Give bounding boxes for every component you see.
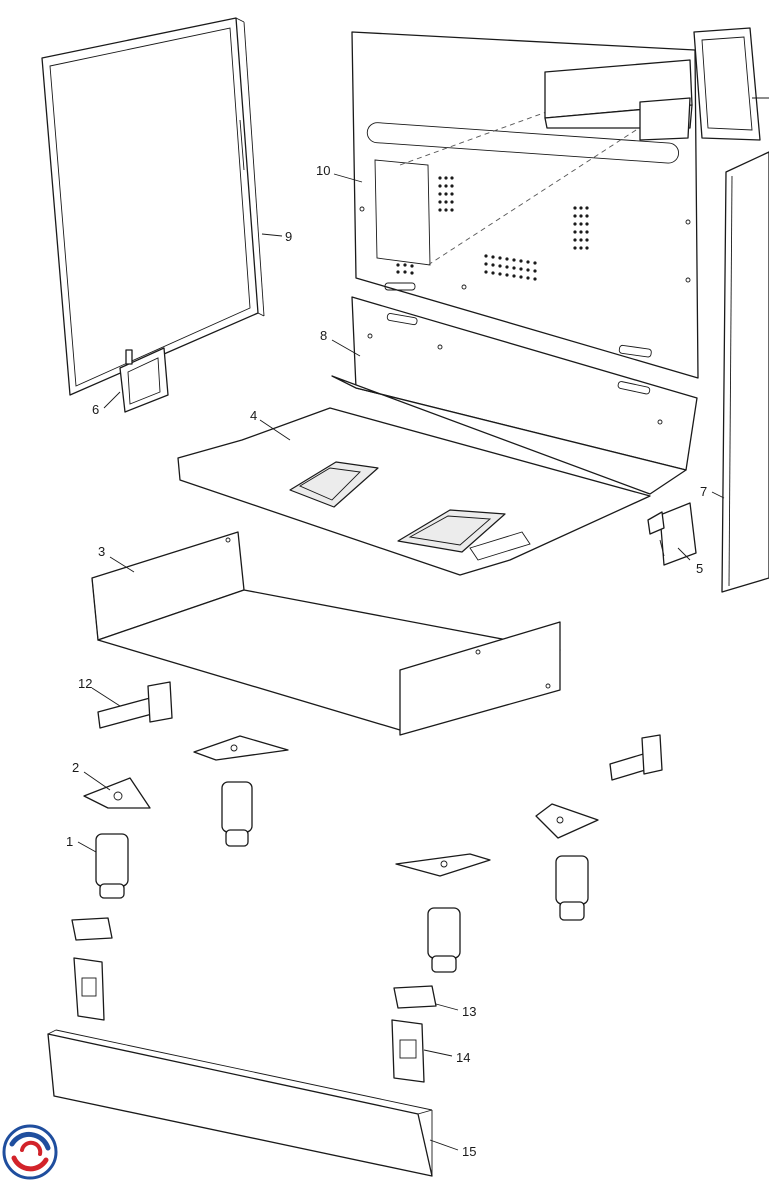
part-leg-bracket-left bbox=[97, 681, 173, 729]
part-kick-plate bbox=[47, 1029, 433, 1177]
leader-lines bbox=[77, 173, 725, 1151]
callout-15: 15 bbox=[462, 1144, 476, 1159]
callout-10: 10 bbox=[316, 163, 330, 178]
part-leg-plate bbox=[83, 735, 599, 877]
vent-holes-right bbox=[573, 206, 589, 250]
part-mounting-plate bbox=[73, 957, 425, 1083]
part-door-panel bbox=[41, 17, 265, 396]
callout-3: 3 bbox=[98, 544, 105, 559]
callout-14: 14 bbox=[456, 1050, 470, 1065]
part-adjustable-leg bbox=[95, 781, 589, 973]
part-fan-motor bbox=[399, 27, 769, 266]
vent-holes-left bbox=[438, 176, 454, 212]
callout-7: 7 bbox=[700, 484, 707, 499]
callout-5: 5 bbox=[696, 561, 703, 576]
callout-9: 9 bbox=[285, 229, 292, 244]
vent-holes-bottom bbox=[396, 263, 414, 275]
vent-holes-center bbox=[484, 254, 537, 281]
part-latch-box bbox=[647, 502, 697, 566]
callout-2: 2 bbox=[72, 760, 79, 775]
part-hinge-bracket bbox=[119, 347, 169, 413]
callout-12: 12 bbox=[78, 676, 92, 691]
part-leg-bracket-right bbox=[609, 734, 663, 781]
part-clip bbox=[71, 917, 437, 1009]
callout-13: 13 bbox=[462, 1004, 476, 1019]
part-floor-plate bbox=[177, 407, 651, 576]
callout-4: 4 bbox=[250, 408, 257, 423]
swirl-logo-icon bbox=[2, 1124, 58, 1180]
part-side-panel-right bbox=[721, 151, 769, 593]
part-lower-rail bbox=[331, 296, 698, 495]
callout-1: 1 bbox=[66, 834, 73, 849]
callout-8: 8 bbox=[320, 328, 327, 343]
part-drawer-tray bbox=[91, 531, 561, 736]
callout-labels: 1 2 3 4 5 6 7 8 9 10 12 13 14 15 bbox=[66, 163, 707, 1159]
callout-6: 6 bbox=[92, 402, 99, 417]
